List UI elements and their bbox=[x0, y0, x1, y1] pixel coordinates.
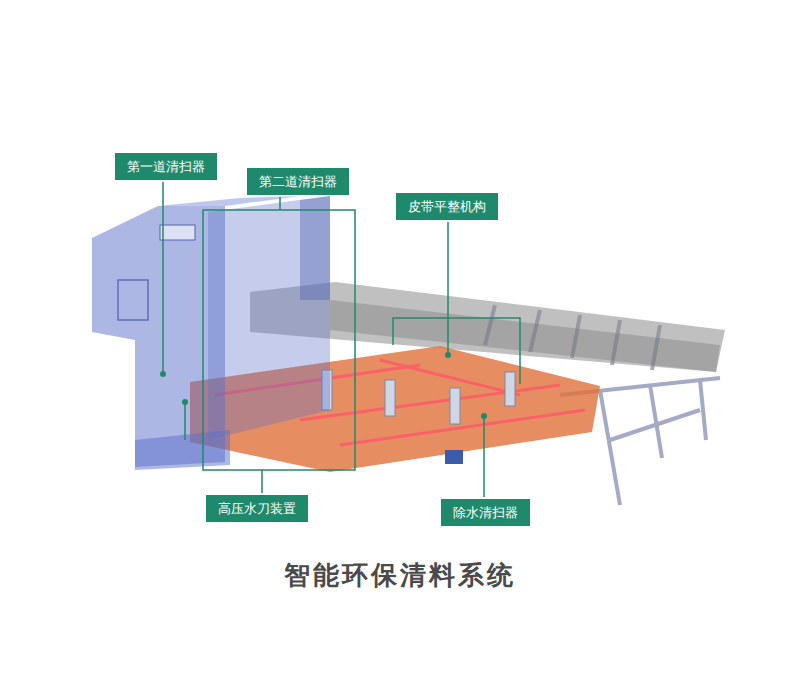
callout-box: 第一道清扫器 bbox=[115, 153, 217, 180]
callout-box: 皮带平整机构 bbox=[396, 193, 498, 220]
chute-housing bbox=[92, 206, 225, 467]
leader-lines bbox=[163, 182, 520, 497]
callout-label: 第一道清扫器 bbox=[127, 159, 205, 174]
diagram-title: 智能环保清料系统 bbox=[0, 558, 800, 593]
actuators bbox=[322, 370, 515, 424]
callout-label: 除水清扫器 bbox=[453, 505, 518, 520]
callout-box: 除水清扫器 bbox=[441, 499, 530, 526]
motor bbox=[445, 450, 463, 464]
callout-label: 第二道清扫器 bbox=[259, 174, 337, 189]
second-scraper-housing bbox=[208, 196, 330, 440]
callout-box: 第二道清扫器 bbox=[247, 168, 349, 195]
leader-dots bbox=[160, 352, 487, 419]
callout-label: 皮带平整机构 bbox=[408, 199, 486, 214]
callout-label: 高压水刀装置 bbox=[218, 501, 296, 516]
callout-box: 高压水刀装置 bbox=[206, 495, 308, 522]
